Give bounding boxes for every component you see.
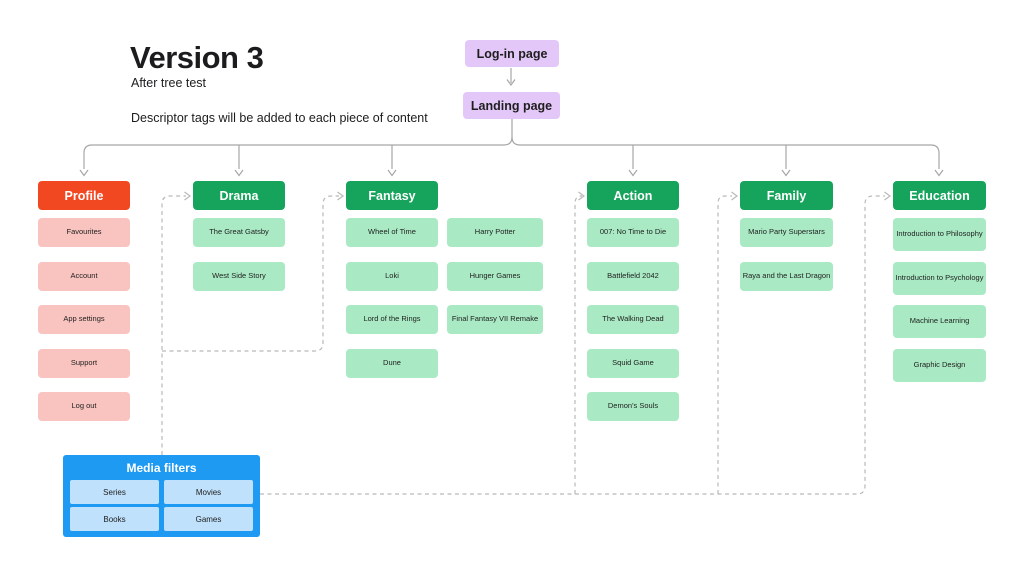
content-item[interactable]: Harry Potter <box>447 218 543 247</box>
content-item-label: Loki <box>385 270 399 280</box>
content-item[interactable]: Lord of the Rings <box>346 305 438 334</box>
content-item-label: Harry Potter <box>474 227 516 237</box>
arrowhead-action <box>628 169 638 177</box>
arrowhead-profile <box>79 169 89 177</box>
content-item[interactable]: Raya and the Last Dragon <box>740 261 833 291</box>
content-item-label: Log out <box>71 401 97 411</box>
content-item-label: Favourites <box>66 227 102 237</box>
content-item[interactable]: Hunger Games <box>447 261 543 291</box>
content-item[interactable]: App settings <box>38 305 130 334</box>
content-item-label: Demon's Souls <box>607 401 659 411</box>
content-item-label: App settings <box>63 314 105 324</box>
content-item[interactable]: Demon's Souls <box>587 392 679 421</box>
login-page-node[interactable]: Log-in page <box>465 40 559 67</box>
media-filter-button-books[interactable]: Books <box>70 507 159 531</box>
arrowhead-family <box>781 169 791 177</box>
category-label: Education <box>909 188 970 203</box>
content-item-label: West Side Story <box>212 270 266 280</box>
content-item-label: Raya and the Last Dragon <box>742 270 831 280</box>
arrowhead-dashed-family <box>731 191 739 201</box>
content-item[interactable]: Graphic Design <box>893 348 986 382</box>
arrowhead-drama <box>234 169 244 177</box>
category-header-profile[interactable]: Profile <box>38 181 130 210</box>
arrowhead-dashed-action <box>578 191 586 201</box>
content-item-label: Squid Game <box>612 357 654 367</box>
content-item-label: Machine Learning <box>909 316 970 326</box>
media-filters-title: Media filters <box>126 461 197 475</box>
content-item[interactable]: Mario Party Superstars <box>740 218 833 247</box>
dashed-media-action <box>574 195 583 494</box>
arrowhead-dashed-education <box>884 191 892 201</box>
content-item-label: The Walking Dead <box>602 314 664 324</box>
landing-page-node[interactable]: Landing page <box>463 92 560 119</box>
arrowhead-education <box>934 169 944 177</box>
content-item-label: Hunger Games <box>469 270 521 280</box>
content-item-label: Battlefield 2042 <box>607 270 659 280</box>
content-item[interactable]: The Walking Dead <box>587 305 679 334</box>
category-label: Drama <box>219 188 259 203</box>
category-header-drama[interactable]: Drama <box>193 181 285 210</box>
landing-page-label: Landing page <box>470 98 553 113</box>
content-item[interactable]: Machine Learning <box>893 305 986 338</box>
arrowhead-landing <box>506 79 516 87</box>
category-header-family[interactable]: Family <box>740 181 833 210</box>
content-item-label: Final Fantasy VII Remake <box>451 314 539 324</box>
content-item-label: Introduction to Psychology <box>895 272 984 282</box>
dashed-media-family <box>717 195 732 494</box>
category-label: Family <box>766 188 807 203</box>
content-item-label: Graphic Design <box>913 359 966 369</box>
tree-branch-left <box>83 136 513 169</box>
category-header-action[interactable]: Action <box>587 181 679 210</box>
tree-branch-right <box>511 136 940 169</box>
page-subtitle: After tree test <box>131 76 207 90</box>
content-item[interactable]: Introduction to Psychology <box>893 261 986 295</box>
content-item-label: Support <box>70 357 98 367</box>
content-item-label: Dune <box>383 357 401 367</box>
content-item[interactable]: Account <box>38 261 130 291</box>
content-item[interactable]: Battlefield 2042 <box>587 261 679 291</box>
content-item[interactable]: Log out <box>38 392 130 421</box>
page-note: Descriptor tags will be added to each pi… <box>131 111 428 125</box>
content-item-label: Account <box>70 270 98 280</box>
content-item-label: 007: No Time to Die <box>599 227 667 237</box>
content-item[interactable]: Loki <box>346 261 438 291</box>
page-title: Version 3 <box>130 40 264 75</box>
content-item-label: Lord of the Rings <box>363 314 421 324</box>
content-item-label: Introduction to Philosophy <box>896 229 983 239</box>
arrowhead-fantasy <box>387 169 397 177</box>
category-label: Action <box>613 188 653 203</box>
content-item[interactable]: Final Fantasy VII Remake <box>447 305 543 334</box>
content-item[interactable]: 007: No Time to Die <box>587 218 679 247</box>
content-item[interactable]: The Great Gatsby <box>193 218 285 247</box>
category-header-education[interactable]: Education <box>893 181 986 210</box>
content-item-label: The Great Gatsby <box>209 227 269 237</box>
category-label: Profile <box>64 188 104 203</box>
category-header-fantasy[interactable]: Fantasy <box>346 181 438 210</box>
content-item[interactable]: Introduction to Philosophy <box>893 218 986 251</box>
media-filter-button-series[interactable]: Series <box>70 480 159 504</box>
content-item[interactable]: Favourites <box>38 218 130 247</box>
content-item[interactable]: West Side Story <box>193 261 285 291</box>
category-label: Fantasy <box>368 188 416 203</box>
dashed-media-drama <box>161 195 186 455</box>
login-page-label: Log-in page <box>476 46 548 61</box>
content-item[interactable]: Squid Game <box>587 348 679 378</box>
content-item[interactable]: Wheel of Time <box>346 218 438 247</box>
content-item-label: Mario Party Superstars <box>748 227 825 237</box>
content-item-label: Wheel of Time <box>368 227 416 237</box>
media-filter-button-movies[interactable]: Movies <box>164 480 253 504</box>
arrowhead-dashed-fantasy <box>337 191 345 201</box>
arrowhead-dashed-drama <box>184 191 192 201</box>
content-item[interactable]: Dune <box>346 348 438 378</box>
media-filter-button-games[interactable]: Games <box>164 507 253 531</box>
content-item[interactable]: Support <box>38 348 130 378</box>
